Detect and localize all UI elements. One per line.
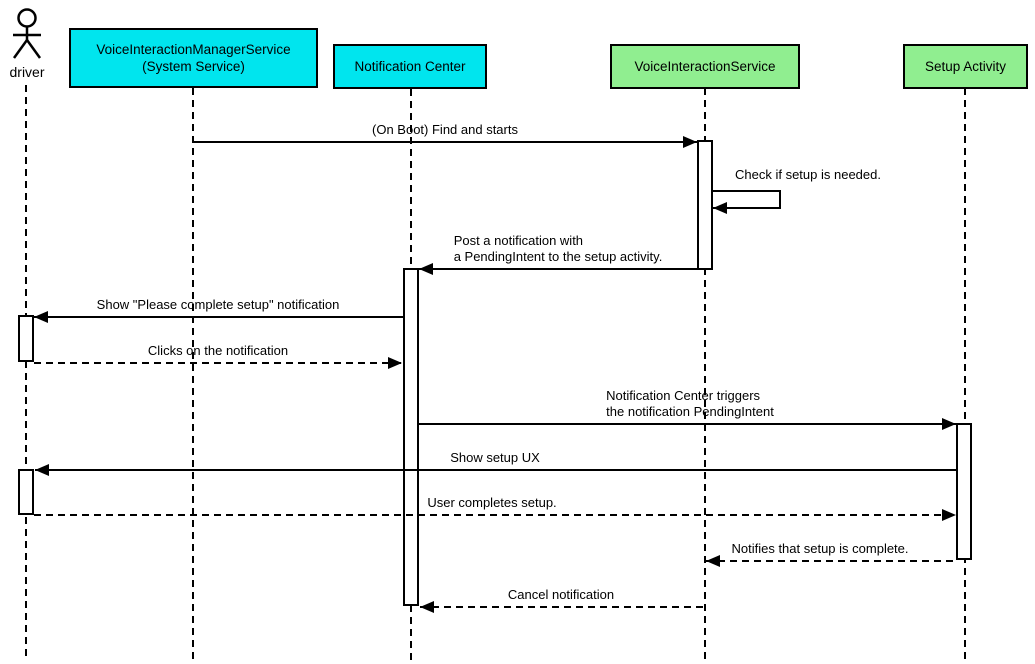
arrowhead <box>942 418 956 430</box>
lifeline-driver <box>25 85 27 660</box>
message-label: Cancel notification <box>507 587 615 602</box>
message-line-notifies-setup-complete <box>706 560 956 562</box>
message-line-self-check-side <box>779 190 781 209</box>
lifeline-vims <box>192 88 194 660</box>
arrowhead <box>419 263 433 275</box>
participant-box-vims: VoiceInteractionManagerService (System S… <box>69 28 318 88</box>
message-label: Notifies that setup is complete. <box>731 541 909 556</box>
message-label-line: Notification Center triggers <box>606 388 761 403</box>
message-label-line: the notification PendingIntent <box>606 404 774 419</box>
activation-bar-driver-2 <box>18 469 34 515</box>
actor-stick-figure-icon <box>12 8 42 59</box>
actor-label-driver: driver <box>9 64 45 80</box>
message-label: User completes setup. <box>427 495 557 510</box>
message-line-post-notification <box>419 268 697 270</box>
message-line-self-check-top <box>713 190 781 192</box>
message-label: Show "Please complete setup" notificatio… <box>96 297 340 312</box>
message-label: Clicks on the notification <box>147 343 289 358</box>
arrowhead <box>34 311 48 323</box>
participant-label: VoiceInteractionService <box>634 59 776 74</box>
participant-box-notification-center: Notification Center <box>333 44 487 89</box>
participant-box-voice-interaction-service: VoiceInteractionService <box>610 44 800 89</box>
message-line-on-boot <box>194 141 697 143</box>
activation-bar-vis <box>697 140 713 270</box>
participant-label: Setup Activity <box>924 59 1007 74</box>
arrowhead <box>683 136 697 148</box>
arrowhead <box>942 509 956 521</box>
message-label: Notification Center triggers the notific… <box>606 388 774 420</box>
message-line-user-completes-setup <box>34 514 956 516</box>
message-label: Show setup UX <box>450 450 540 465</box>
arrowhead <box>706 555 720 567</box>
message-line-trigger-pendingintent <box>419 423 956 425</box>
arrowhead <box>35 464 49 476</box>
lifeline-setup-activity <box>964 88 966 660</box>
message-line-self-check-bottom <box>713 207 781 209</box>
arrowhead <box>388 357 402 369</box>
arrowhead <box>420 601 434 613</box>
participant-box-setup-activity: Setup Activity <box>903 44 1028 89</box>
message-label: Check if setup is needed. <box>735 167 881 182</box>
message-line-cancel-notification <box>420 606 705 608</box>
message-label: Post a notification with a PendingIntent… <box>454 233 663 265</box>
message-label-line: Post a notification with <box>453 233 584 248</box>
participant-label: Notification Center <box>354 59 466 74</box>
message-line-show-setup-ux <box>35 469 956 471</box>
activation-bar-driver-1 <box>18 315 34 362</box>
message-label-line: a PendingIntent to the setup activity. <box>453 249 663 264</box>
lifeline-voice-interaction-service <box>704 88 706 660</box>
message-label: (On Boot) Find and starts <box>372 122 518 137</box>
activation-bar-setup-activity <box>956 423 972 560</box>
message-line-clicks-notification <box>34 362 402 364</box>
message-line-show-notification <box>34 316 403 318</box>
participant-label: (System Service) <box>142 59 245 74</box>
activation-bar-notification-center <box>403 268 419 606</box>
participant-label: VoiceInteractionManagerService <box>96 42 291 57</box>
arrowhead <box>713 202 727 214</box>
